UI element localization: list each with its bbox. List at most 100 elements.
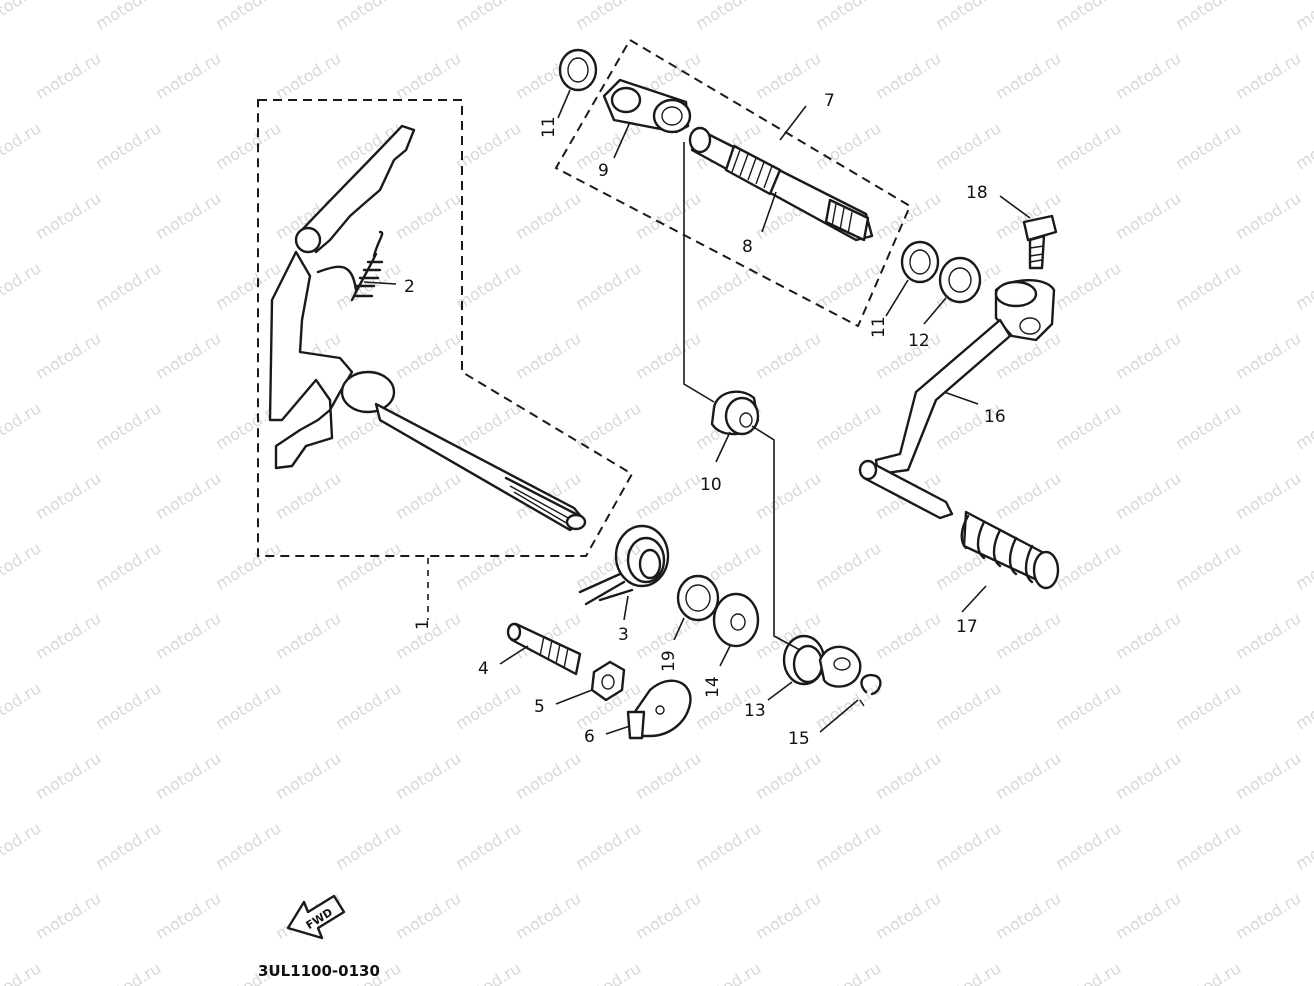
fwd-arrow-icon: FWD xyxy=(286,894,346,940)
watermark-text: motod.ru xyxy=(1172,818,1244,873)
watermark-text: motod.ru xyxy=(812,818,884,873)
watermark-text: motod.ru xyxy=(272,748,344,803)
watermark-text: motod.ru xyxy=(812,0,884,33)
watermark-text: motod.ru xyxy=(1232,888,1304,943)
watermark-text: motod.ru xyxy=(1112,328,1184,383)
watermark-text: motod.ru xyxy=(812,678,884,733)
watermark-text: motod.ru xyxy=(1292,678,1314,733)
watermark-text: motod.ru xyxy=(1172,258,1244,313)
watermark-text: motod.ru xyxy=(392,608,464,663)
part-14-washer[interactable] xyxy=(712,592,760,648)
watermark-text: motod.ru xyxy=(272,608,344,663)
part-13-kick-clip[interactable] xyxy=(782,634,862,688)
watermark-text: motod.ru xyxy=(0,258,44,313)
part-11-washer-top[interactable] xyxy=(558,48,598,92)
part-11-washer-right[interactable] xyxy=(900,240,940,284)
watermark-text: motod.ru xyxy=(1112,608,1184,663)
watermark-text: motod.ru xyxy=(1172,118,1244,173)
watermark-text: motod.ru xyxy=(692,0,764,33)
part-19-bearing[interactable] xyxy=(676,574,720,622)
part-6-stopper-plate[interactable] xyxy=(626,679,692,740)
watermark-text: motod.ru xyxy=(0,118,44,173)
watermark-text: motod.ru xyxy=(392,48,464,103)
part-8-kick-axle[interactable] xyxy=(688,126,874,242)
watermark-text: motod.ru xyxy=(1052,538,1124,593)
watermark-text: motod.ru xyxy=(212,678,284,733)
watermark-text: motod.ru xyxy=(632,468,704,523)
watermark-text: motod.ru xyxy=(392,468,464,523)
watermark-text: motod.ru xyxy=(1052,678,1124,733)
watermark-text: motod.ru xyxy=(392,328,464,383)
watermark-text: motod.ru xyxy=(632,888,704,943)
callout-19: 19 xyxy=(659,650,679,672)
watermark-text: motod.ru xyxy=(32,188,104,243)
callout-17: 17 xyxy=(956,617,978,637)
watermark-text: motod.ru xyxy=(0,818,44,873)
watermark-text: motod.ru xyxy=(92,678,164,733)
watermark-text: motod.ru xyxy=(752,468,824,523)
watermark-text: motod.ru xyxy=(992,468,1064,523)
callout-4: 4 xyxy=(478,659,489,679)
part-15-circlip[interactable] xyxy=(859,673,882,707)
watermark-text: motod.ru xyxy=(32,608,104,663)
part-9-kick-gear[interactable] xyxy=(602,78,692,134)
watermark-text: motod.ru xyxy=(32,468,104,523)
watermark-text: motod.ru xyxy=(332,538,404,593)
watermark-text: motod.ru xyxy=(512,748,584,803)
watermark-text: motod.ru xyxy=(992,608,1064,663)
watermark-text: motod.ru xyxy=(1052,398,1124,453)
watermark-text: motod.ru xyxy=(572,958,644,986)
part-17-kick-grip[interactable] xyxy=(960,510,1060,590)
callout-9: 9 xyxy=(598,161,609,181)
watermark-text: motod.ru xyxy=(392,188,464,243)
watermark-text: motod.ru xyxy=(812,118,884,173)
watermark-text: motod.ru xyxy=(152,608,224,663)
watermark-text: motod.ru xyxy=(872,608,944,663)
part-7-kick-axle-assembly[interactable] xyxy=(554,38,912,328)
watermark-text: motod.ru xyxy=(812,258,884,313)
watermark-text: motod.ru xyxy=(92,538,164,593)
watermark-text: motod.ru xyxy=(212,0,284,33)
watermark-text: motod.ru xyxy=(1052,118,1124,173)
callout-2: 2 xyxy=(404,277,415,297)
watermark-text: motod.ru xyxy=(452,398,524,453)
part-2-return-spring[interactable] xyxy=(350,230,384,302)
watermark-text: motod.ru xyxy=(692,258,764,313)
watermark-text: motod.ru xyxy=(0,538,44,593)
watermark-text: motod.ru xyxy=(1112,48,1184,103)
part-16-kick-crank[interactable] xyxy=(858,279,1056,520)
watermark-text: motod.ru xyxy=(812,958,884,986)
watermark-text: motod.ru xyxy=(752,748,824,803)
part-4-stud-bolt[interactable] xyxy=(506,622,582,676)
watermark-text: motod.ru xyxy=(632,188,704,243)
watermark-text: motod.ru xyxy=(92,118,164,173)
watermark-text: motod.ru xyxy=(452,0,524,33)
watermark-text: motod.ru xyxy=(992,888,1064,943)
part-18-bolt[interactable] xyxy=(1022,214,1058,270)
part-3-kick-spring[interactable] xyxy=(578,524,670,606)
part-1-shift-shaft-assembly[interactable] xyxy=(257,99,634,557)
watermark-text: motod.ru xyxy=(1232,188,1304,243)
watermark-text: motod.ru xyxy=(332,678,404,733)
watermark-text: motod.ru xyxy=(392,748,464,803)
watermark-text: motod.ru xyxy=(1052,818,1124,873)
watermark-text: motod.ru xyxy=(1292,118,1314,173)
watermark-text: motod.ru xyxy=(32,48,104,103)
callout-11-top: 11 xyxy=(539,116,559,138)
watermark-text: motod.ru xyxy=(992,748,1064,803)
callout-labels: 1 2 3 4 5 6 7 8 9 10 11 11 12 13 14 15 1… xyxy=(404,91,1006,749)
watermark-text: motod.ru xyxy=(1052,958,1124,986)
watermark-text: motod.ru xyxy=(332,818,404,873)
watermark-text: motod.ru xyxy=(992,48,1064,103)
watermark-text: motod.ru xyxy=(32,748,104,803)
watermark-text: motod.ru xyxy=(812,398,884,453)
part-12-oil-seal[interactable] xyxy=(938,256,982,304)
watermark-text: motod.ru xyxy=(92,398,164,453)
watermark-text: motod.ru xyxy=(512,888,584,943)
watermark-text: motod.ru xyxy=(152,48,224,103)
assembly-guide-lines xyxy=(683,142,801,651)
part-10-collar[interactable] xyxy=(710,390,760,436)
watermark-text: motod.ru xyxy=(1292,398,1314,453)
watermark-text: motod.ru xyxy=(392,888,464,943)
